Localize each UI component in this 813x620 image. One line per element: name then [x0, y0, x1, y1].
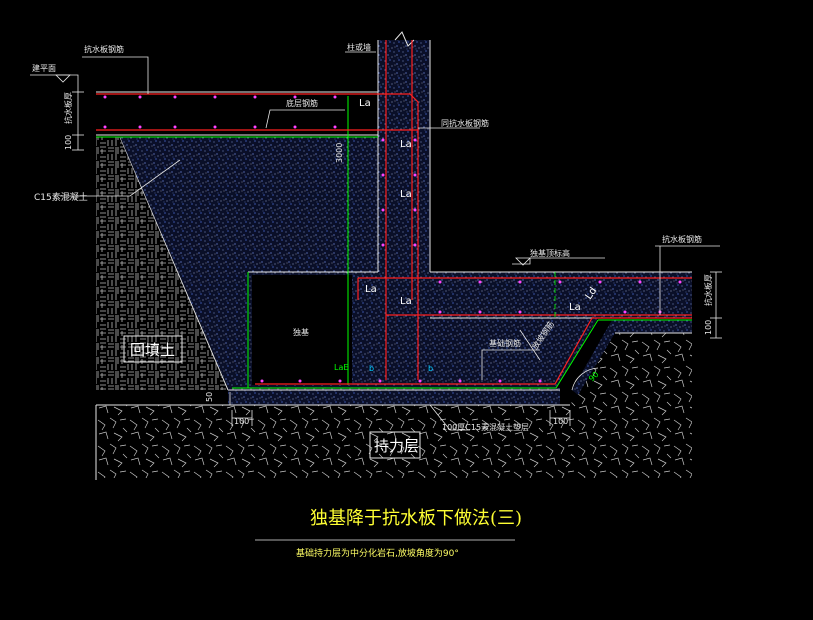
dim-3000: 3000 [335, 143, 344, 163]
la-3: La [400, 189, 412, 200]
laf-label: LaE [334, 363, 348, 372]
slab-thickness-label: 抗水板厚 [63, 92, 73, 124]
dim-100-bottom-right: 100 [553, 417, 568, 426]
la-2: La [400, 139, 412, 150]
dim-100-right: 100 [704, 320, 713, 335]
drawing-title: 独基降于抗水板下做法(三) [310, 508, 522, 529]
slab-thk-right-label: 抗水板厚 [703, 274, 713, 306]
foundation-top-label: 独基顶标高 [530, 248, 570, 258]
top-rebar-label: 抗水板钢筋 [84, 44, 124, 54]
backfill-soil [96, 136, 229, 391]
la-5: La [400, 296, 412, 307]
drawing-subtitle: 基础持力层为中分化岩石,放坡角度为90° [296, 547, 459, 559]
dim-100-left: 100 [64, 135, 73, 150]
foundation-label: 独基 [293, 327, 309, 337]
la-4: La [365, 284, 377, 295]
bearing-layer [95, 333, 692, 478]
concrete-label: C15素混凝土 [34, 191, 88, 203]
leader-lines [30, 51, 722, 541]
b-label-1: b [369, 364, 374, 373]
label-frames [123, 335, 421, 459]
found-rebar-label: 基础钢筋 [489, 338, 521, 348]
la-1: La [359, 98, 371, 109]
bearing-label: 持力层 [374, 437, 419, 455]
floor-level-label: 建平面 [32, 63, 56, 73]
backfill-label: 回填土 [130, 341, 175, 359]
cushion-label: 100厚C15素混凝土垫层 [442, 422, 529, 432]
b-label-2: b [428, 364, 433, 373]
la-6: La [569, 302, 581, 313]
dim-50: 50 [205, 392, 214, 402]
rebar-dots [103, 95, 682, 383]
green-lines [96, 96, 692, 389]
bottom-rebar-label: 底层钢筋 [286, 98, 318, 108]
column-label: 柱或墙 [347, 42, 371, 52]
slab-rebar-right-label: 抗水板钢筋 [662, 234, 702, 244]
dim-100-bottom-left: 100 [234, 417, 249, 426]
same-rebar-label: 同抗水板钢筋 [441, 118, 489, 128]
